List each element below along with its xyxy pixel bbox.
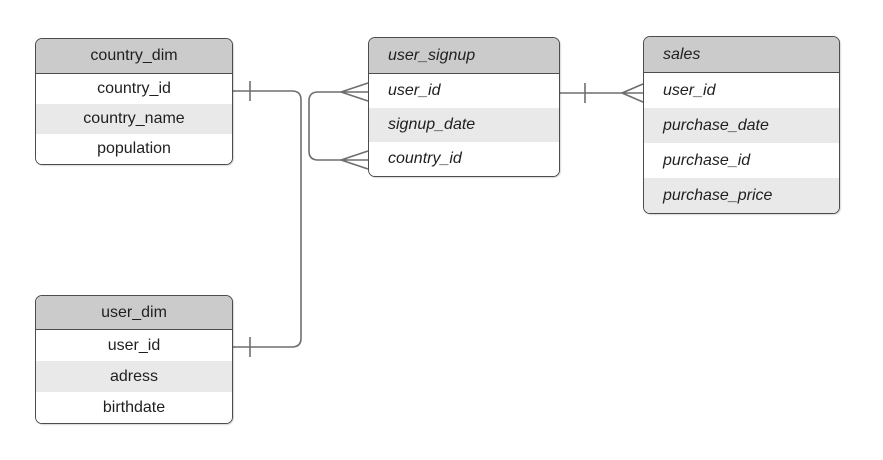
crow-foot-icon: [621, 83, 644, 103]
table-field-row[interactable]: country_name: [36, 104, 232, 134]
table-title[interactable]: sales: [644, 37, 839, 73]
table-title[interactable]: user_signup: [369, 38, 559, 74]
table-field-row[interactable]: population: [36, 134, 232, 164]
crow-foot-icon: [340, 82, 369, 102]
table-title[interactable]: user_dim: [36, 296, 232, 330]
crow-foot-icon: [340, 150, 369, 170]
table-field-row[interactable]: country_id: [36, 74, 232, 104]
table-field-row[interactable]: user_id: [36, 330, 232, 361]
table-field-row[interactable]: birthdate: [36, 392, 232, 423]
connector-spine-line[interactable]: [233, 81, 302, 357]
table-field-row[interactable]: signup_date: [369, 108, 559, 142]
table-field-row[interactable]: country_id: [369, 142, 559, 176]
table-field-row[interactable]: purchase_price: [644, 178, 839, 213]
relationship-line[interactable]: [233, 90, 302, 348]
table-field-row[interactable]: purchase_date: [644, 108, 839, 143]
table-title[interactable]: country_dim: [36, 39, 232, 74]
table-field-row[interactable]: purchase_id: [644, 143, 839, 178]
table-field-row[interactable]: user_id: [644, 73, 839, 108]
connector-bracket-line[interactable]: [308, 82, 369, 170]
connector-sales-line[interactable]: [560, 83, 644, 103]
table-field-row[interactable]: adress: [36, 361, 232, 392]
table-field-row[interactable]: user_id: [369, 74, 559, 108]
relationship-line[interactable]: [308, 91, 341, 161]
